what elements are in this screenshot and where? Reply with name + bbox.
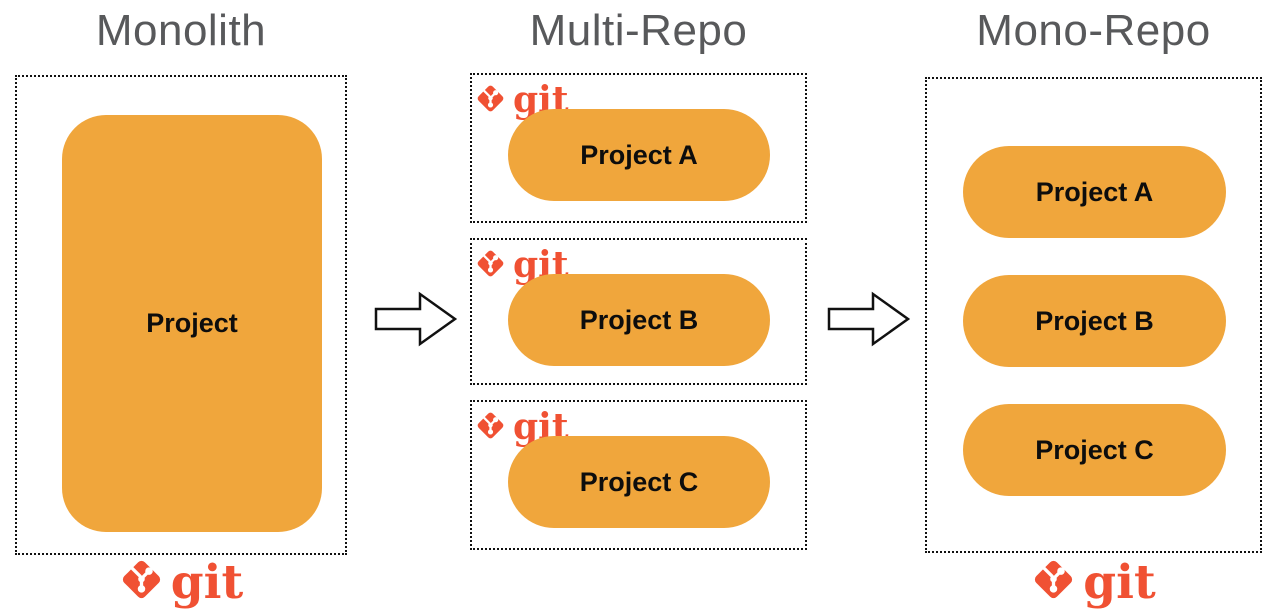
mono-repo-boundary: Project A Project B Project C <box>925 77 1262 553</box>
git-icon <box>122 560 160 599</box>
mono-repo-title: Mono-Repo <box>976 6 1211 55</box>
project-pill-b: Project B <box>963 275 1226 367</box>
multi-repo-boundary-c: git Project C <box>470 400 807 550</box>
git-wordmark: git <box>170 555 244 610</box>
project-label: Project A <box>1035 176 1154 207</box>
project-label: Project B <box>1035 305 1154 336</box>
git-logo-repo-c: git <box>475 407 568 445</box>
git-icon <box>477 412 504 438</box>
right-arrow-icon <box>827 291 911 347</box>
project-pill-c: Project C <box>963 404 1226 496</box>
project-pill-b: Project B <box>508 274 770 366</box>
project-label: Project B <box>579 304 699 335</box>
monolith-project-block: Project <box>62 115 322 532</box>
git-logo-monorepo: git <box>925 555 1262 610</box>
git-icon <box>1035 560 1073 599</box>
git-logo-monolith: git <box>15 555 347 610</box>
multi-repo-title: Multi-Repo <box>529 6 748 55</box>
right-arrow-icon <box>374 291 458 347</box>
project-pill-c: Project C <box>508 436 770 528</box>
monolith-title: Monolith <box>95 6 267 55</box>
project-pill-a: Project A <box>963 146 1226 238</box>
monolith-project-label: Project <box>146 308 238 338</box>
project-label: Project A <box>580 139 698 170</box>
multi-repo-boundary-a: git Project A <box>470 73 807 223</box>
project-label: Project C <box>1035 434 1154 465</box>
project-label: Project C <box>579 466 699 497</box>
project-pill-a: Project A <box>508 109 770 201</box>
git-wordmark: git <box>1083 555 1156 610</box>
git-icon <box>477 250 504 276</box>
git-icon <box>477 85 504 111</box>
monolith-repo-boundary: Project <box>15 75 347 555</box>
multi-repo-boundary-b: git Project B <box>470 238 807 385</box>
